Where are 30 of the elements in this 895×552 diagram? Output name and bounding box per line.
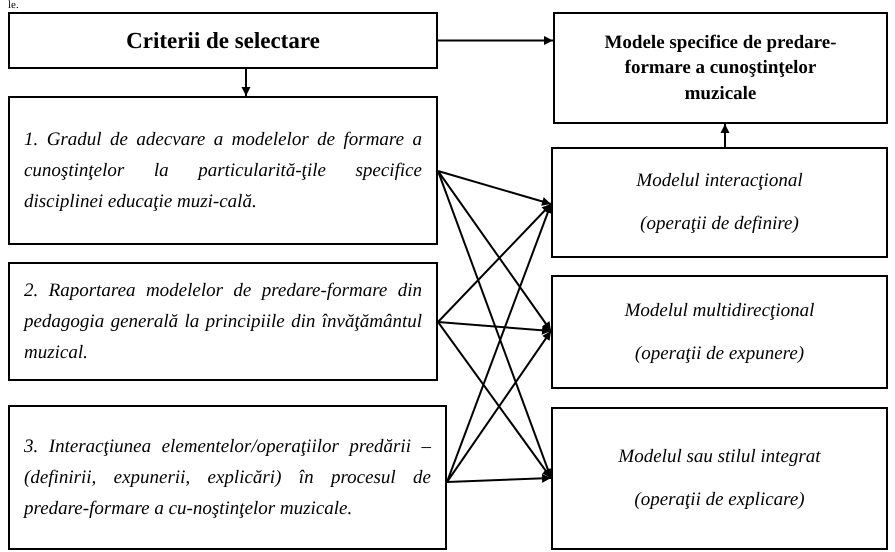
heading-text: Modele specifice de predare-formare a cunoştinţelor muzicale bbox=[604, 30, 838, 106]
arrow bbox=[438, 321, 552, 335]
heading-box bbox=[8, 12, 438, 69]
arrow bbox=[446, 330, 552, 483]
criterion-box bbox=[8, 405, 447, 550]
criterion-text: 1. Gradul de adecvare a modelelor de formare a cunoştinţelor la particularită-ţile specifice disciplinei educaţie muzi-cală. bbox=[24, 128, 422, 214]
model-box bbox=[551, 275, 888, 389]
arrow bbox=[437, 203, 552, 323]
criterion-box bbox=[8, 96, 438, 245]
model-text: Modelul multidirecţional bbox=[624, 298, 814, 322]
arrow bbox=[438, 36, 553, 45]
model-text: Modelul interacţional bbox=[636, 169, 803, 193]
criterion-text: 3. Interacţiunea elementelor/operaţiilor predării – (definirii, expunerii, explicări) în procesul de predare-formare a cu-noştinţelor muzicale. bbox=[24, 435, 431, 521]
model-text: (operaţii de definire) bbox=[640, 212, 799, 236]
cut-off-text: le. bbox=[8, 0, 19, 11]
heading-text: Criterii de selectare bbox=[126, 26, 320, 55]
heading-box bbox=[553, 12, 888, 124]
arrow bbox=[437, 170, 552, 332]
criterion-box bbox=[8, 262, 438, 381]
arrow bbox=[720, 124, 730, 147]
model-box bbox=[551, 407, 888, 550]
arrow bbox=[446, 474, 552, 483]
model-text: (operaţii de expunere) bbox=[634, 342, 804, 366]
arrow bbox=[437, 321, 552, 479]
arrow bbox=[438, 170, 552, 206]
arrow bbox=[242, 69, 250, 96]
criterion-text: 2. Raportarea modelelor de predare-formare din pedagogia generală la principiile din învăţământul muzical. bbox=[24, 279, 422, 365]
model-box bbox=[551, 147, 888, 258]
model-text: (operaţii de explicare) bbox=[634, 488, 805, 512]
model-text: Modelul sau stilul integrat bbox=[618, 445, 821, 469]
